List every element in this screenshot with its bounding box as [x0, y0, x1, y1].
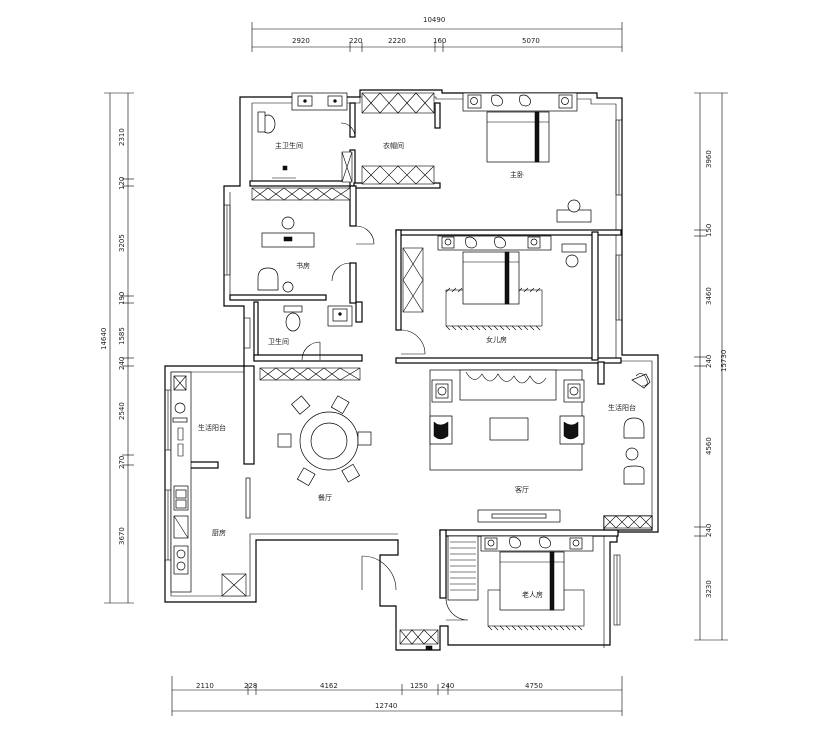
dim-right-seg-7: 3230	[705, 580, 713, 598]
label-leisure-balcony: 生活阳台	[608, 403, 636, 412]
dim-top-seg-4: 160	[433, 37, 446, 45]
dim-left-seg-9: 3670	[118, 527, 126, 545]
dim-left-total: 14640	[100, 328, 108, 350]
dim-bottom-seg-2: 228	[244, 682, 257, 690]
dim-left-seg-8: 270	[118, 456, 126, 469]
dim-left-seg-6: 240	[118, 357, 126, 370]
living-furniture	[429, 369, 585, 523]
master-bath-fixtures	[257, 92, 348, 179]
dim-right-seg-5: 4560	[705, 437, 713, 455]
dim-left-seg-3: 3205	[118, 234, 126, 252]
label-cloakroom: 衣帽间	[383, 141, 404, 150]
entrance	[361, 555, 439, 651]
dim-top-seg-1: 2920	[292, 37, 310, 45]
label-living: 客厅	[515, 485, 529, 494]
label-kitchen: 厨房	[212, 528, 226, 537]
dimension-top	[251, 22, 623, 52]
label-elder-room: 老人房	[522, 590, 543, 599]
dimension-bottom	[171, 676, 623, 716]
label-master-bedroom: 主卧	[510, 170, 524, 179]
label-service-balcony: 生活阳台	[198, 423, 226, 432]
dim-left-seg-2: 120	[118, 177, 126, 190]
dim-left-seg-4: 190	[118, 292, 126, 305]
dim-left-seg-1: 2310	[118, 128, 126, 146]
cloakroom-closets	[340, 92, 435, 185]
label-dining: 餐厅	[318, 493, 332, 502]
windows	[164, 119, 623, 626]
dim-right-seg-6: 240	[705, 524, 713, 537]
dim-right-total: 15730	[720, 350, 728, 372]
dim-bottom-seg-3: 4162	[320, 682, 338, 690]
dim-bottom-total: 12740	[375, 702, 397, 710]
label-study: 书房	[296, 261, 310, 270]
dim-top-seg-2: 220	[349, 37, 362, 45]
dim-bottom-seg-5: 240	[441, 682, 454, 690]
dim-top-seg-5: 5070	[522, 37, 540, 45]
master-bed	[462, 92, 592, 223]
dining-table	[259, 367, 372, 487]
elder-bed	[445, 535, 594, 631]
study-furniture	[251, 187, 375, 293]
label-master-bath: 主卫生间	[275, 141, 303, 150]
dim-left-seg-7: 2540	[118, 402, 126, 420]
bathroom-fixtures	[283, 305, 353, 361]
dim-bottom-seg-4: 1250	[410, 682, 428, 690]
label-bathroom: 卫生间	[268, 337, 289, 346]
daughter-bed	[400, 235, 587, 355]
dimension-left	[104, 92, 134, 604]
dimension-right	[694, 92, 728, 641]
dim-bottom-seg-6: 4750	[525, 682, 543, 690]
dim-right-seg-1: 3960	[705, 150, 713, 168]
dim-top-total: 10490	[423, 16, 445, 24]
balcony-furniture	[603, 373, 653, 529]
dim-left-seg-5: 1585	[118, 327, 126, 345]
dim-top-seg-3: 2220	[388, 37, 406, 45]
label-daughter-room: 女儿房	[486, 335, 507, 344]
dim-right-seg-2: 150	[705, 224, 713, 237]
kitchen-fixtures	[170, 371, 251, 597]
dim-right-seg-3: 3460	[705, 287, 713, 305]
dim-bottom-seg-1: 2110	[196, 682, 214, 690]
dim-right-seg-4: 240	[705, 355, 713, 368]
